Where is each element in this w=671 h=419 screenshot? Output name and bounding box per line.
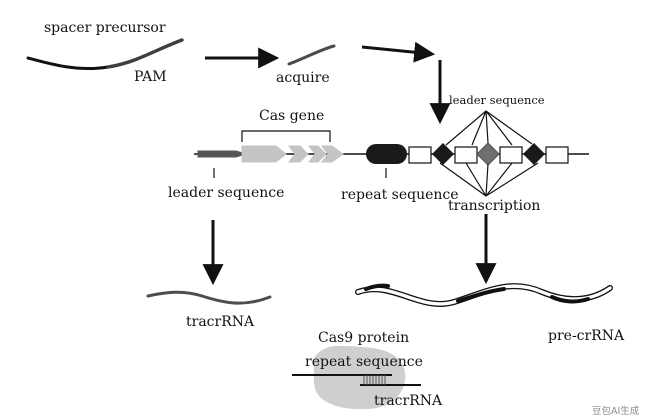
acquire-label: acquire [276,70,330,86]
pre-crrna-label: pre-crRNA [548,328,625,344]
crispr-array [408,142,569,166]
leader-sequence-top-label: leader sequence [449,93,545,107]
acquired-spacer-fragment [287,44,336,66]
spacer-box-4 [545,146,569,164]
arrow-right-2 [361,41,436,63]
cas-gene-label: Cas gene [259,108,324,124]
leader-sequence-block [197,150,248,158]
pam-label: PAM [134,69,167,85]
pam-region [106,38,184,69]
repeat-diamond-3 [523,143,545,165]
base-pair-hatching [363,375,386,385]
repeat-label: repeat [305,354,352,370]
repeat-diamond-2 [476,142,500,166]
cas-gene-bracket [241,130,331,142]
repeat-sequence-block [366,144,407,164]
tracrrna-label: tracrRNA [186,314,255,330]
cas-gene-arrow-1 [241,145,287,163]
leader-sequence-label: leader sequence [168,185,284,201]
cas9-protein-blob [313,345,406,410]
spacer-box-3 [499,146,523,164]
cas-gene-arrow-4 [321,145,344,163]
cas9-protein-label: Cas9 protein [318,330,409,346]
cas-gene-cluster [241,145,344,163]
tracrrna-strand [146,290,272,305]
spacer-precursor-label: spacer precursor [44,20,166,36]
watermark: 豆包AI生成 [592,405,640,417]
repeat-sequence-label: repeat sequence [341,187,459,203]
tracrrna-bottom-label: tracrRNA [374,393,443,409]
pre-crrna-dark-segments [364,283,590,304]
repeat-diamond-1 [432,143,454,165]
spacer-box-2 [454,146,478,164]
spacer-precursor-strand [26,38,184,71]
cas-gene-arrow-3 [308,145,327,163]
top-connectors [445,110,533,146]
transcription-label: transcription [448,198,540,214]
cas-gene-arrow-2 [288,145,309,163]
sequence-label: sequence [356,354,423,370]
bottom-connectors [439,162,539,197]
spacer-box-1 [408,146,432,164]
